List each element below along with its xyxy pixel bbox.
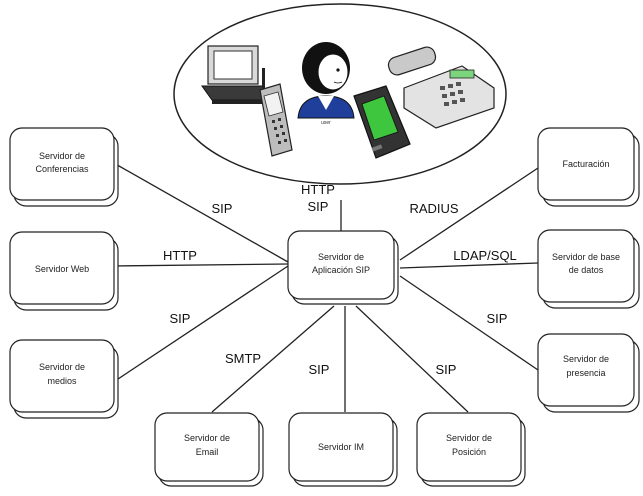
edge-posicion [355,305,469,413]
protocol-label-im: SIP [309,362,330,377]
server-nodes: Servidor de Conferencias Servidor Web Se… [9,127,640,487]
node-label-line: presencia [566,368,605,378]
node-posicion: Servidor de Posición [416,412,526,487]
node-base-datos: Servidor de base de datos [537,229,640,309]
protocol-label-facturacion: RADIUS [409,201,458,216]
edge-facturacion [399,167,539,261]
app-server-line1: Servidor de [318,252,364,262]
cell-phone-icon [259,68,293,157]
node-im: Servidor IM [288,412,398,487]
protocol-label-web: HTTP [163,248,197,263]
svg-text:Servidor de: Servidor de [318,252,364,262]
node-presencia: Servidor de presencia [537,333,640,413]
node-label-line: Servidor de [39,362,85,372]
protocol-label-users-http: HTTP [301,182,335,197]
node-email: Servidor de Email [154,412,264,487]
laptop-icon [201,45,273,104]
edge-web [111,263,289,267]
edge-email [211,305,335,413]
protocol-labels: HTTP SIP SIP HTTP SIP SMTP SIP SIP RADIU… [163,182,517,377]
protocol-label-posicion: SIP [436,362,457,377]
desk-phone-icon [387,46,495,129]
protocol-label-conferencias: SIP [212,201,233,216]
node-label-line: Servidor de [563,354,609,364]
node-label-line: Servidor de [184,433,230,443]
node-label-line: Servidor de [39,151,85,161]
node-label-line: Email [196,447,219,457]
edge-conferencias [111,161,289,263]
edge-medios [111,265,289,384]
app-server-line2: Aplicación SIP [312,265,370,275]
node-conferencias: Servidor de Conferencias [9,127,119,207]
node-label-line: Servidor IM [318,442,364,452]
node-label-line: de datos [569,265,604,275]
protocol-label-medios: SIP [170,311,191,326]
svg-text:Aplicación SIP: Aplicación SIP [312,265,370,275]
protocol-label-users-sip: SIP [308,199,329,214]
users-group: user [173,3,507,185]
pda-icon [353,85,411,159]
user-avatar-icon: user [297,42,355,126]
node-label-line: Servidor de [446,433,492,443]
connection-lines [111,161,539,413]
node-label-line: Servidor de base [552,252,620,262]
node-label-line: Servidor Web [35,264,89,274]
app-server-node: Servidor de Aplicación SIP [287,230,399,305]
node-facturacion: Facturación [537,127,640,207]
user-label: user [321,120,331,126]
node-label-line: Facturación [562,159,609,169]
edge-base-datos [399,262,539,269]
node-label-line: Conferencias [35,164,89,174]
protocol-label-presencia: SIP [487,311,508,326]
protocol-label-email: SMTP [225,351,261,366]
node-label-line: Posición [452,447,486,457]
node-medios: Servidor de medios [9,339,119,419]
protocol-label-base-datos: LDAP/SQL [453,248,517,263]
node-label-line: medios [47,376,77,386]
node-web: Servidor Web [9,231,119,311]
edge-presencia [399,275,539,371]
